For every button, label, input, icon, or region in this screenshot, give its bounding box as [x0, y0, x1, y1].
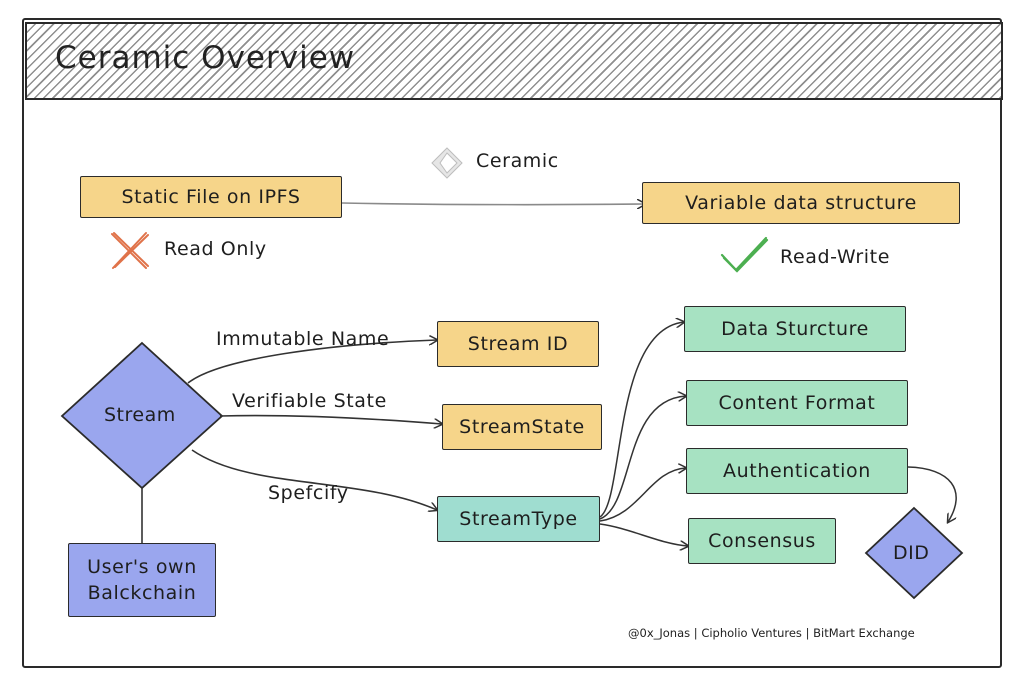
node-content-format: Content Format — [686, 380, 908, 426]
read-write-label: Read-Write — [780, 246, 890, 268]
users-blockchain-line1: User's own — [87, 556, 197, 578]
ceramic-logo-icon — [431, 147, 463, 179]
did-diamond — [864, 506, 964, 600]
node-consensus: Consensus — [688, 518, 836, 564]
arrow-streamtype-to-authentication — [599, 468, 686, 522]
node-stream-state: StreamState — [442, 404, 602, 450]
arrow-static-to-variable — [341, 203, 645, 205]
node-authentication: Authentication — [686, 448, 908, 494]
arrow-stream-to-streamstate — [219, 414, 442, 424]
verifiable-state-label: Verifiable State — [232, 390, 387, 412]
arrow-streamtype-to-consensus — [599, 523, 688, 546]
arrow-stream-to-streamid — [187, 340, 437, 384]
node-users-own-blockchain: User's own Balckchain — [68, 543, 216, 617]
credit-text: @0x_Jonas | Cipholio Ventures | BitMart … — [628, 626, 915, 640]
node-stream-type: StreamType — [437, 496, 600, 542]
ceramic-label: Ceramic — [476, 150, 559, 172]
diagram-title: Ceramic Overview — [55, 40, 356, 76]
read-only-label: Read Only — [164, 238, 267, 260]
users-blockchain-line2: Balckchain — [87, 582, 197, 604]
arrow-stream-to-streamtype — [191, 449, 437, 510]
cross-icon — [111, 232, 149, 269]
stream-label: Stream — [104, 404, 176, 426]
node-static-file: Static File on IPFS — [80, 176, 342, 218]
node-stream-id: Stream ID — [437, 321, 599, 367]
arrow-streamtype-to-contentformat — [599, 396, 686, 520]
check-icon — [720, 236, 769, 273]
did-label: DID — [893, 542, 930, 564]
node-variable-data-structure: Variable data structure — [642, 182, 960, 224]
diagram-frame — [22, 18, 1002, 668]
specify-label: Spefcify — [268, 482, 349, 504]
arrow-authentication-to-did — [907, 466, 957, 522]
node-data-structure: Data Sturcture — [684, 306, 906, 352]
arrow-streamtype-to-datastructure — [599, 322, 684, 518]
title-band — [25, 22, 1003, 100]
immutable-name-label: Immutable Name — [216, 328, 390, 350]
